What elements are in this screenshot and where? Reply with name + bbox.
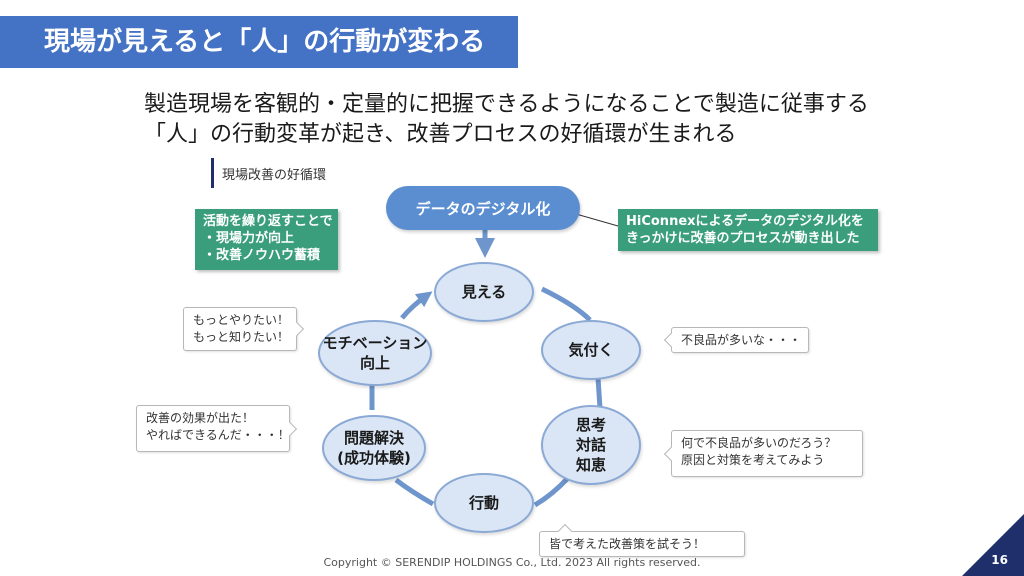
- node-label: 見える: [461, 283, 507, 301]
- data-digitalization-pill: データのデジタル化: [386, 186, 580, 230]
- arrow-shikou-to-koudou: [533, 476, 570, 508]
- node-label: (成功体験): [337, 449, 411, 467]
- node-motivation: モチベーション 向上: [318, 320, 432, 386]
- arrow-mieru-to-kizuku: [540, 286, 592, 322]
- node-mieru: 見える: [434, 262, 534, 322]
- bubble-line: 皆で考えた改善策を試そう！: [549, 537, 706, 551]
- bubble-line: もっとやりたい！: [193, 313, 290, 327]
- node-label: 気付く: [568, 341, 614, 359]
- node-shikou-taiwa-chie: 思考 対話 知恵: [541, 405, 641, 485]
- note-line: HiConnexによるデータのデジタル化を: [626, 214, 864, 229]
- bubble-line: 何で不良品が多いのだろう？: [681, 436, 837, 450]
- title-bar: 現場が見えると「人」の行動が変わる: [0, 16, 518, 68]
- bubble-success: 改善の効果が出た！ やればできるんだ・・・！: [136, 405, 298, 452]
- bubble-try: 皆で考えた改善策を試そう！: [539, 523, 745, 557]
- copyright: Copyright © SERENDIP HOLDINGS Co., Ltd. …: [323, 556, 701, 569]
- node-label: モチベーション: [322, 334, 428, 352]
- node-label: 思考: [575, 416, 606, 434]
- node-label: 問題解決: [343, 429, 404, 447]
- node-label: 知恵: [575, 456, 606, 474]
- arrow-koudou-to-mondai: [394, 477, 435, 507]
- note-line: ・現場力が向上: [203, 231, 295, 246]
- bubble-line: もっと知りたい！: [193, 330, 290, 344]
- subtitle-line-1: 製造現場を客観的・定量的に把握できるようになることで製造に従事する: [144, 92, 869, 117]
- note-line: ・改善ノウハウ蓄積: [203, 248, 321, 263]
- section-label: 現場改善の好循環: [222, 168, 327, 183]
- bubble-defect: 不良品が多いな・・・: [663, 327, 809, 353]
- node-label: 向上: [359, 354, 390, 372]
- bubble-motivation: もっとやりたい！ もっと知りたい！: [183, 307, 305, 351]
- node-label: 行動: [468, 494, 499, 512]
- node-koudou: 行動: [434, 473, 534, 533]
- subtitle-line-2: 「人」の行動変革が起き、改善プロセスの好循環が生まれる: [144, 122, 737, 147]
- bubble-line: 不良品が多いな・・・: [681, 333, 802, 347]
- note-line: 活動を繰り返すことで: [203, 214, 333, 229]
- page-number: 16: [991, 553, 1008, 567]
- section-rule: [211, 158, 214, 188]
- node-kizuku: 気付く: [541, 320, 641, 380]
- note-hiconnex: HiConnexによるデータのデジタル化を きっかけに改善のプロセスが動き出した: [618, 209, 878, 251]
- note-repeat-activity: 活動を繰り返すことで ・現場力が向上 ・改善ノウハウ蓄積: [195, 209, 338, 270]
- node-mondai-kaiketsu: 問題解決 (成功体験): [322, 415, 426, 481]
- bubble-line: 改善の効果が出た！: [146, 411, 255, 425]
- arrow-kizuku-to-shikou: [595, 377, 603, 409]
- note-line: きっかけに改善のプロセスが動き出した: [626, 231, 860, 246]
- arrow-motivation-to-mieru: [400, 291, 433, 320]
- bubble-why: 何で不良品が多いのだろう？ 原因と対策を考えてみよう: [663, 430, 863, 477]
- bubble-line: 原因と対策を考えてみよう: [681, 453, 825, 467]
- corner-decoration: [962, 514, 1024, 576]
- bubble-line: やればできるんだ・・・！: [146, 428, 290, 442]
- node-label: 対話: [575, 436, 606, 454]
- page-title: 現場が見えると「人」の行動が変わる: [44, 27, 486, 57]
